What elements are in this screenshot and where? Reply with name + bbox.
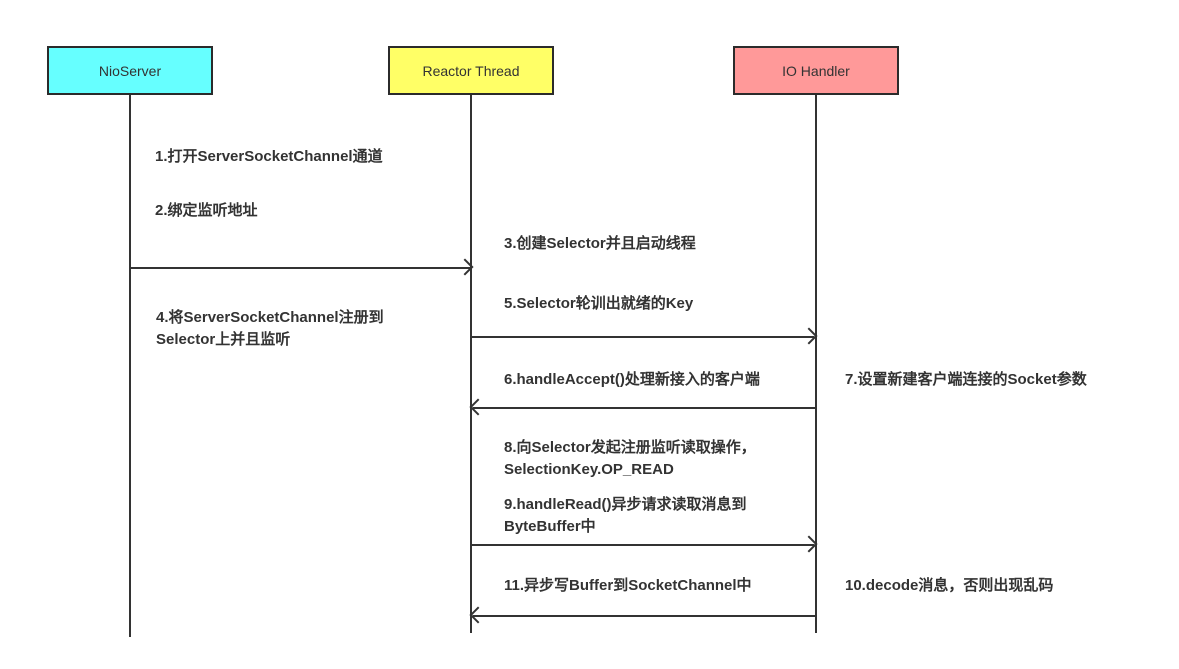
- actor-label-io-handler: IO Handler: [782, 62, 850, 79]
- lifeline-io-handler: [815, 95, 817, 633]
- actor-label-nioserver: NioServer: [98, 62, 162, 79]
- arrowhead-left-icon: [469, 398, 487, 416]
- message-5-label: 5.Selector轮训出就绪的Key: [504, 295, 694, 312]
- message-11-label: 11.异步写Buffer到SocketChannel中: [504, 577, 752, 594]
- message-3-label: 3.创建Selector并且启动线程: [504, 235, 696, 252]
- arrow-reactor-to-iohandler-2: [472, 535, 818, 553]
- arrowhead-left-icon: [469, 606, 487, 624]
- actor-box-reactor-thread: Reactor Thread: [388, 46, 554, 95]
- lifeline-reactor-thread: [470, 95, 472, 633]
- lifeline-nioserver: [129, 95, 131, 637]
- arrow-nioserver-to-reactor: [131, 258, 474, 276]
- message-1-label: 1.打开ServerSocketChannel通道: [155, 148, 383, 165]
- actor-label-reactor-thread: Reactor Thread: [422, 62, 520, 79]
- arrow-iohandler-to-reactor-2: [469, 606, 815, 624]
- message-2-label: 2.绑定监听地址: [155, 202, 258, 219]
- message-7-label: 7.设置新建客户端连接的Socket参数: [845, 371, 1087, 388]
- actor-box-nioserver: NioServer: [47, 46, 213, 95]
- message-10-label: 10.decode消息，否则出现乱码: [845, 577, 1054, 594]
- arrow-iohandler-to-reactor-1: [469, 398, 815, 416]
- message-9-label: 9.handleRead()异步请求读取消息到 ByteBuffer中: [504, 496, 747, 535]
- message-4-label: 4.将ServerSocketChannel注册到 Selector上并且监听: [156, 309, 384, 348]
- message-8-label: 8.向Selector发起注册监听读取操作， SelectionKey.OP_R…: [504, 439, 756, 478]
- actor-box-io-handler: IO Handler: [733, 46, 899, 95]
- message-6-label: 6.handleAccept()处理新接入的客户端: [504, 371, 760, 388]
- arrow-reactor-to-iohandler-1: [472, 327, 818, 345]
